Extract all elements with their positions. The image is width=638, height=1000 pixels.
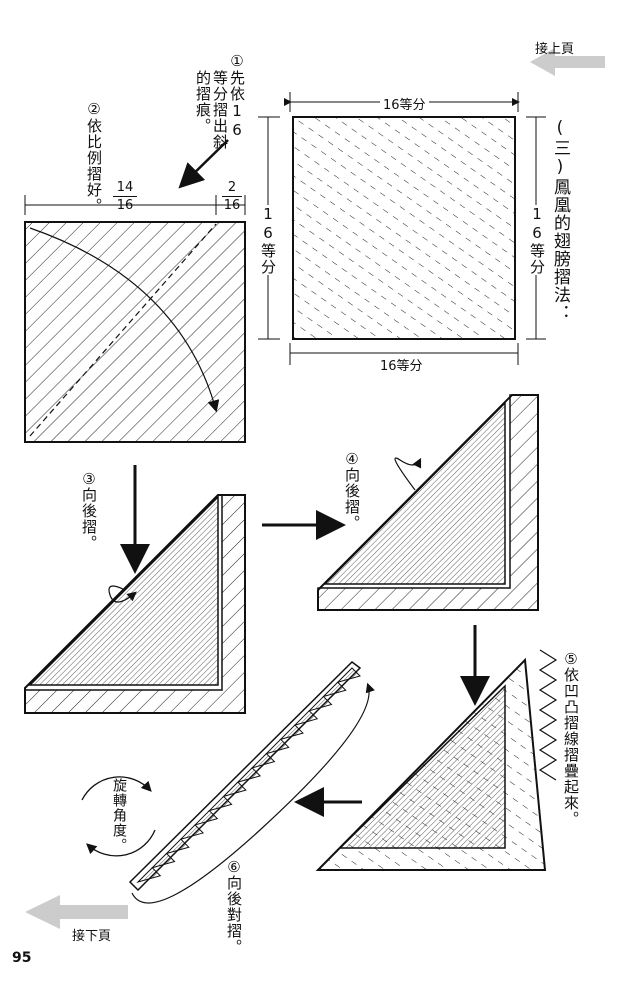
step2-number: ② <box>85 100 103 119</box>
pleat <box>207 795 233 812</box>
page-number: 95 <box>12 950 32 966</box>
rotate-angle-label: 旋轉角度。 <box>111 778 127 853</box>
step3-number: ③ <box>80 470 98 489</box>
step2-text: 依比例摺好。 <box>85 118 103 214</box>
pleat <box>221 781 247 798</box>
pleat <box>164 838 190 855</box>
pleat <box>336 667 361 684</box>
pleat <box>293 710 319 727</box>
pleat <box>307 695 333 712</box>
step5-triangle <box>315 649 558 871</box>
pleat <box>278 724 304 741</box>
pleat <box>264 738 290 755</box>
pleat <box>193 809 219 826</box>
pleat <box>150 852 176 869</box>
step4-text: 向後摺。 <box>343 467 361 531</box>
pleat <box>321 681 347 698</box>
section-title: (三)鳳凰的翅膀摺法： <box>550 118 570 322</box>
dim-bottom: 16等分 <box>380 359 423 374</box>
rotation-icon <box>81 776 156 857</box>
step5-text: 依凹凸摺線摺疊起來。 <box>562 667 580 827</box>
step4-triangle <box>317 394 539 611</box>
step1-text: 先依16等分摺出斜的摺痕。 <box>194 70 246 150</box>
pleat <box>136 867 162 883</box>
dim-top: 16等分 <box>380 94 429 113</box>
step6-number: ⑥ <box>225 858 243 877</box>
step6-pleated-strip <box>128 661 375 904</box>
dim-left: 16等分 <box>259 205 277 275</box>
pleat <box>250 752 276 769</box>
next-page-arrow-icon <box>25 895 128 929</box>
pleat <box>236 767 262 784</box>
prev-page-label[interactable]: 接上頁 <box>535 42 575 57</box>
reference-square <box>258 92 546 365</box>
step3-triangle <box>24 494 246 714</box>
prev-page-arrow-icon <box>530 48 605 76</box>
step2-square <box>24 195 246 443</box>
step3-text: 向後摺。 <box>80 487 98 551</box>
dim-right: 16等分 <box>528 205 546 275</box>
next-page-label[interactable]: 接下頁 <box>72 929 112 944</box>
step1-number: ① <box>228 52 246 71</box>
step4-number: ④ <box>343 450 361 469</box>
step6-text: 向後對摺。 <box>225 875 243 955</box>
step5-number: ⑤ <box>562 650 580 669</box>
pleat <box>179 824 205 841</box>
